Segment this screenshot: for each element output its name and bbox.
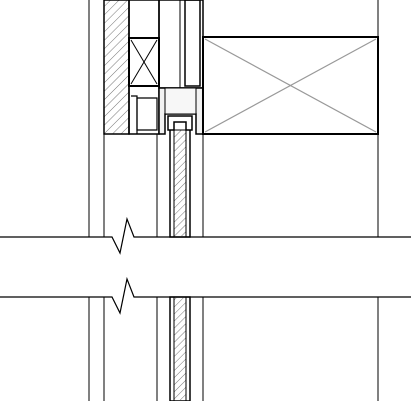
glazing-upper: [167, 115, 193, 238]
wall-lines: [88, 0, 379, 401]
crossed-box: [202, 36, 379, 135]
break-line-lower: [0, 276, 411, 315]
break-line-upper: [0, 216, 411, 255]
glazing-lower: [169, 296, 191, 401]
hatched-jamb: [103, 0, 130, 135]
frame-profile: [128, 0, 204, 135]
